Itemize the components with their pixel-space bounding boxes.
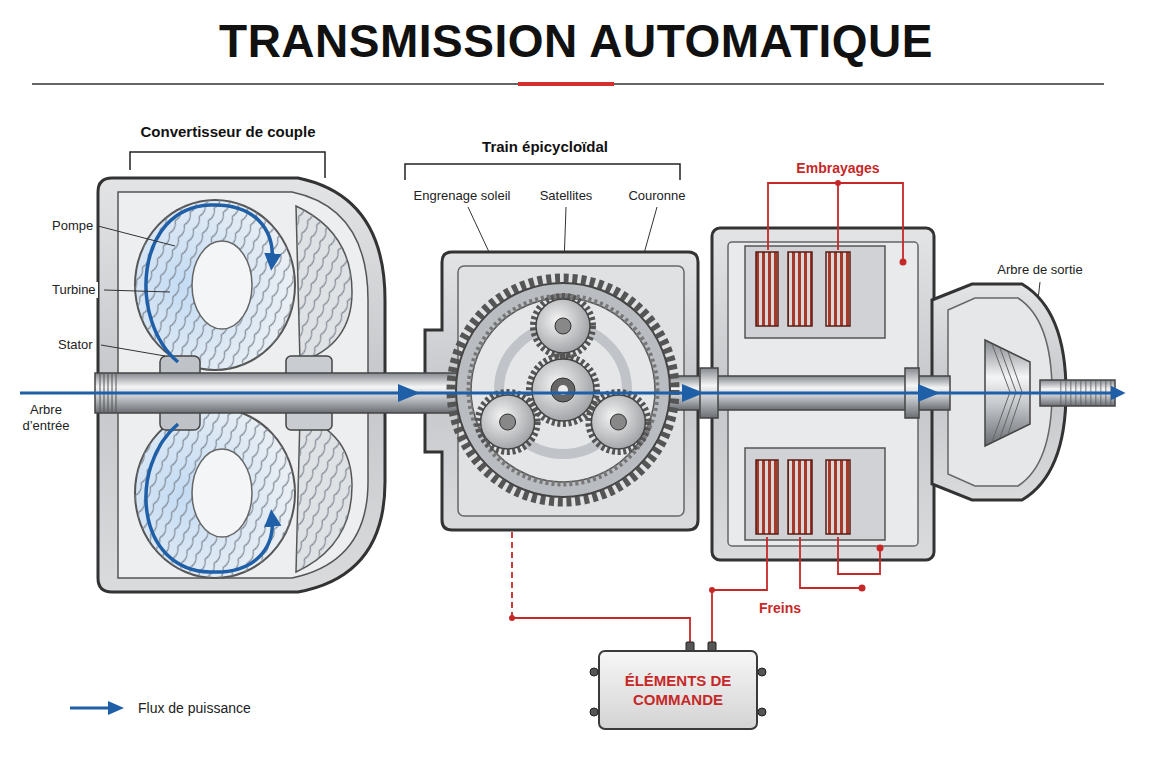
part-label: Pompe [50, 218, 95, 234]
torque-converter [192, 241, 252, 329]
clutch-plates [826, 460, 850, 534]
ring-gear [469, 296, 657, 484]
section-bracket [405, 164, 680, 180]
sun-gear [532, 359, 594, 421]
torque-converter [192, 449, 252, 537]
planet-gear [536, 299, 590, 353]
torque-converter [135, 200, 295, 370]
leader-line [98, 226, 175, 246]
power-flow-arrow [20, 392, 1118, 395]
clutch-plates [756, 460, 778, 534]
clutch-plates [756, 252, 778, 326]
control-wire [800, 537, 862, 588]
torque-converter [296, 206, 352, 362]
torque-converter [296, 206, 352, 362]
control-wire [511, 532, 513, 618]
control-box-terminal [590, 668, 598, 676]
section-bracket [130, 152, 325, 178]
legend-arrow [108, 701, 124, 715]
legend-entry: Flux de puissance [68, 700, 251, 716]
power-flow-arrow [398, 384, 420, 402]
planet-gear [533, 296, 593, 356]
wire-junction [709, 587, 715, 593]
control-wire [768, 183, 903, 262]
wire-junction [509, 180, 907, 621]
power-flow-arrow [682, 384, 704, 402]
legend-text: Flux de puissance [138, 700, 251, 716]
torque-converter [296, 416, 352, 572]
control-box-terminal [758, 668, 766, 676]
group-label: Freins [757, 600, 803, 618]
control-box-terminal [590, 708, 598, 716]
torque-converter [135, 408, 295, 578]
torque-converter [296, 416, 352, 572]
part-label: Turbine [50, 282, 98, 298]
control-wire [838, 537, 880, 574]
diagram-title: TRANSMISSION AUTOMATIQUE [0, 14, 1152, 68]
planetary-gearset [425, 252, 698, 530]
planet-gear [478, 296, 649, 452]
power-flow-arrow [20, 384, 1118, 402]
ring-gear [451, 278, 675, 502]
wire-junction [509, 615, 515, 621]
wire-junction [859, 585, 866, 592]
ring-gear [456, 283, 670, 497]
control-wire [512, 183, 903, 644]
wire-junction [835, 180, 841, 186]
clutch-plates [826, 252, 850, 326]
sun-gear [551, 378, 575, 402]
control-box: ÉLÉMENTS DE COMMANDE [598, 650, 758, 730]
leader-line [101, 345, 165, 356]
flow-loop [146, 205, 272, 362]
part-label: Arbre d’entrée [14, 402, 78, 435]
section-heading: Train épicycloïdal [480, 138, 610, 157]
wire-junction [877, 545, 884, 552]
flow-loop [146, 424, 272, 572]
clutch-housing [745, 246, 885, 338]
torque-converter [135, 200, 295, 370]
legend-arrow [70, 707, 112, 710]
part-label: Couronne [626, 188, 687, 204]
ring-gear [471, 298, 655, 482]
title-rule [32, 82, 1104, 86]
title-rule [518, 82, 614, 86]
control-box-terminal [758, 708, 766, 716]
part-label: Engrenage soleil [412, 188, 513, 204]
section-heading: Convertisseur de couple [138, 123, 317, 142]
ring-gear [451, 278, 675, 502]
planetary-gearset [425, 252, 698, 530]
control-wire [712, 537, 767, 644]
leader-line [104, 290, 170, 292]
group-label: Embrayages [794, 160, 881, 178]
planet-gear [555, 318, 571, 334]
sun-gear [529, 356, 597, 424]
clutch-plates [788, 252, 812, 326]
clutch-housing [745, 448, 885, 540]
clutch-plates [788, 460, 812, 534]
wire-junction [900, 259, 907, 266]
planet-gear [500, 414, 516, 430]
planet-gear [610, 414, 626, 430]
box-label: ÉLÉMENTS DE COMMANDE [612, 671, 744, 710]
planet-gear [481, 395, 535, 449]
legend-sample [68, 700, 126, 716]
torque-converter [135, 408, 295, 578]
planet-gear [588, 392, 648, 452]
sun-gear [529, 356, 597, 424]
part-label: Satellites [538, 188, 595, 204]
control-wire [837, 183, 839, 250]
power-flow-arrow [918, 384, 940, 402]
control-wire [512, 618, 690, 644]
planet-gear [591, 395, 645, 449]
part-label: Stator [56, 337, 95, 353]
part-label: Arbre de sortie [995, 262, 1084, 278]
